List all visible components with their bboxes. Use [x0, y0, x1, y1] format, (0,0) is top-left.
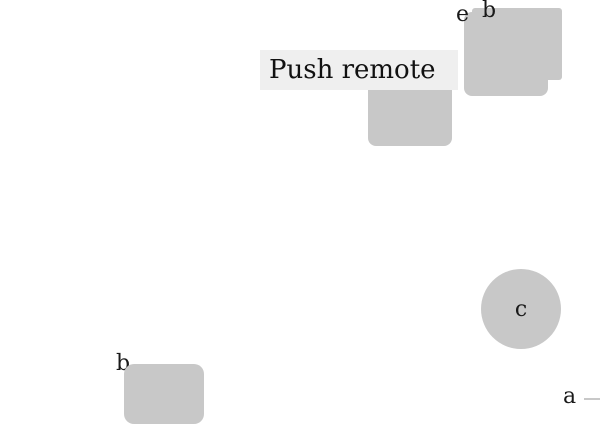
node-label-b-top: b: [482, 0, 497, 23]
node-tile-bottom-left[interactable]: [124, 364, 204, 424]
node-circle[interactable]: [481, 269, 561, 349]
node-label-a: a: [563, 384, 577, 409]
push-remote-tooltip: Push remote: [260, 50, 458, 90]
node-label-c: c: [514, 296, 528, 322]
node-tile-front[interactable]: [464, 12, 548, 96]
node-label-e: e: [456, 2, 470, 27]
node-circle-label: c: [481, 269, 561, 349]
node-tile-bottom-right[interactable]: [584, 398, 600, 400]
push-remote-tooltip-text: Push remote: [269, 55, 436, 85]
